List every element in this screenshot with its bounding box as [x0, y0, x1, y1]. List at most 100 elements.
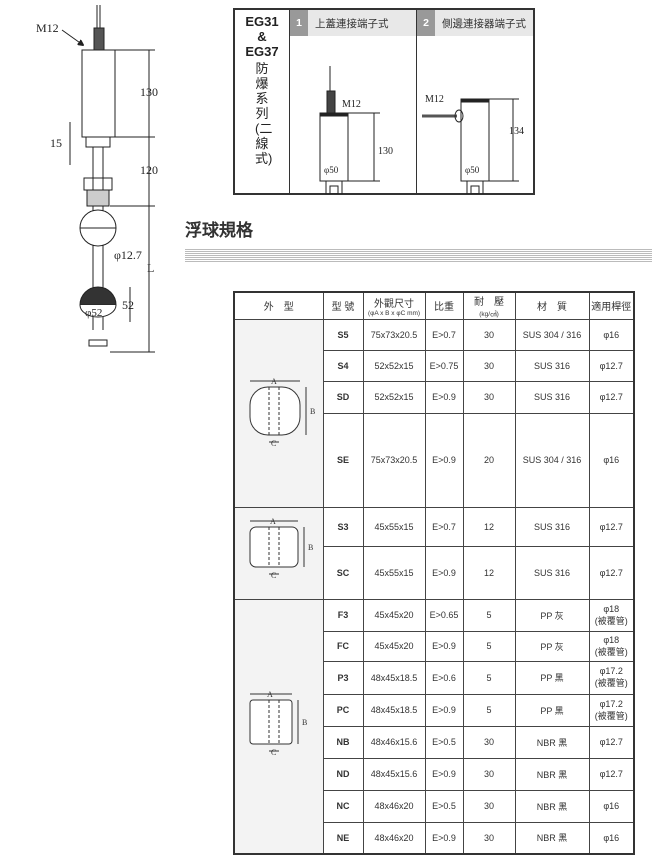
model-cell: P3 [322, 660, 364, 695]
dims-cell: 45x55x15 [362, 545, 426, 600]
shape-cell: A B C [233, 506, 324, 600]
rod-cell: φ17.2(被覆管) [588, 660, 635, 695]
diameter-label: φ50 [324, 165, 339, 175]
rod-cell: φ16 [588, 821, 635, 855]
rod-cell: φ12.7 [588, 725, 635, 759]
model-cell: F3 [322, 598, 364, 632]
dims-cell: 52x52x15 [362, 349, 426, 382]
length-l-label: L [147, 261, 154, 275]
rod-cell: φ12.7 [588, 506, 635, 547]
material-cell: NBR 黑 [514, 725, 590, 759]
material-cell: PP 黑 [514, 660, 590, 695]
dims-cell: 48x46x20 [362, 821, 426, 855]
panel-label: 上蓋連接端子式 [315, 17, 389, 30]
model-cell: NC [322, 789, 364, 823]
pressure-cell: 20 [462, 412, 516, 508]
ball-diameter-label: φ52 [85, 307, 102, 319]
model-cell: SC [322, 545, 364, 600]
rod-cell: φ12.7 [588, 545, 635, 600]
svg-text:B: B [310, 407, 315, 416]
header-rod: 適用桿徑 [588, 291, 635, 320]
series-label: EG31 & EG37 防爆系列(二線式) [235, 10, 290, 193]
model-cell: NB [322, 725, 364, 759]
svg-text:C: C [271, 748, 276, 757]
sg-cell: E>0.9 [424, 757, 464, 791]
material-cell: SUS 316 [514, 506, 590, 547]
section-title: 浮球規格 [185, 221, 253, 240]
header-model: 型 號 [322, 291, 364, 320]
model-cell: NE [322, 821, 364, 855]
material-cell: PP 灰 [514, 598, 590, 632]
material-cell: SUS 316 [514, 349, 590, 382]
svg-text:A: A [270, 517, 276, 526]
m12-label: M12 [342, 99, 361, 110]
model-cell: FC [322, 630, 364, 662]
material-cell: NBR 黑 [514, 821, 590, 855]
dims-cell: 52x52x15 [362, 380, 426, 414]
dims-cell: 48x45x15.6 [362, 757, 426, 791]
model-cell: SE [322, 412, 364, 508]
dims-cell: 48x46x15.6 [362, 725, 426, 759]
sg-cell: E>0.65 [424, 598, 464, 632]
height-label: 134 [509, 126, 524, 137]
dims-cell: 75x73x20.5 [362, 318, 426, 351]
series-eg37: EG37 [245, 44, 279, 59]
header-pressure: 耐 壓(kg/㎠) [462, 291, 516, 320]
pressure-cell: 5 [462, 660, 516, 695]
model-cell: S5 [322, 318, 364, 351]
sg-cell: E>0.5 [424, 725, 464, 759]
height-15-label: 15 [50, 136, 62, 150]
header-dims: 外觀尺寸(φA x B x φC mm) [362, 291, 426, 320]
m12-label: M12 [36, 21, 59, 35]
material-cell: NBR 黑 [514, 789, 590, 823]
float-switch-dimension-drawing: M12 130 120 L 15 φ12.7 52 φ52 [36, 5, 158, 353]
pressure-cell: 12 [462, 506, 516, 547]
shape-cell: A B C [233, 598, 324, 855]
rod-cell: φ12.7 [588, 380, 635, 414]
pressure-cell: 30 [462, 380, 516, 414]
svg-text:C: C [271, 571, 276, 580]
panel-number: 2 [417, 10, 435, 36]
rod-cell: φ12.7 [588, 757, 635, 791]
material-cell: SUS 316 [514, 545, 590, 600]
model-cell: S3 [322, 506, 364, 547]
float-spec-table: 外 型 型 號 外觀尺寸(φA x B x φC mm) 比重 耐 壓(kg/㎠… [233, 291, 635, 855]
top-terminal-drawing: M12 130 φ50 [319, 66, 393, 202]
dims-cell: 45x55x15 [362, 506, 426, 547]
diameter-label: φ50 [465, 165, 480, 175]
material-cell: SUS 304 / 316 [514, 412, 590, 508]
pressure-cell: 5 [462, 598, 516, 632]
header-sg: 比重 [424, 291, 464, 320]
rod-cell: φ16 [588, 412, 635, 508]
pressure-cell: 30 [462, 821, 516, 855]
series-eg31: EG31 [245, 14, 279, 29]
pressure-cell: 30 [462, 318, 516, 351]
svg-text:B: B [302, 718, 307, 727]
sg-cell: E>0.9 [424, 545, 464, 600]
material-cell: PP 灰 [514, 630, 590, 662]
svg-text:B: B [308, 543, 313, 552]
sg-cell: E>0.9 [424, 821, 464, 855]
header-material: 材 質 [514, 291, 590, 320]
height-label: 130 [378, 146, 393, 157]
model-cell: S4 [322, 349, 364, 382]
sg-cell: E>0.9 [424, 693, 464, 727]
m12-label: M12 [425, 94, 444, 105]
sg-cell: E>0.9 [424, 630, 464, 662]
series-description: 防爆系列(二線式) [255, 61, 273, 166]
float-shape-cyl-icon: A B C [249, 690, 308, 757]
rod-cell: φ16 [588, 318, 635, 351]
model-cell: SD [322, 380, 364, 414]
sg-cell: E>0.75 [424, 349, 464, 382]
